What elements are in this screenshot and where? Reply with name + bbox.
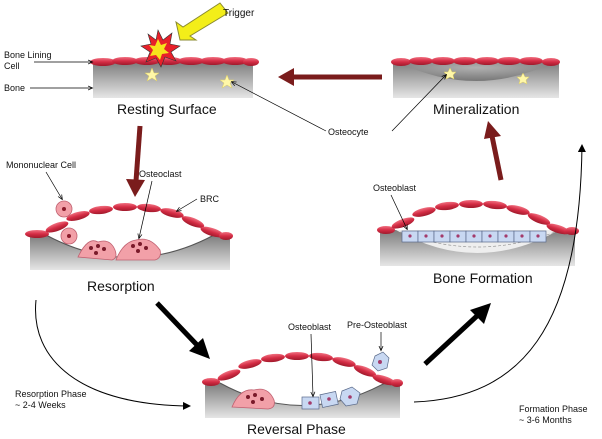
osteocyte-star — [144, 67, 160, 82]
bone-lining-cell-label: Bone Lining Cell — [4, 50, 54, 71]
osteoclast-cell — [231, 388, 275, 410]
osteocyte-label: Osteocyte — [328, 127, 369, 137]
osteoclast-cell — [77, 240, 117, 261]
resorption-phase-line2: ~ 2-4 Weeks — [15, 400, 66, 410]
bone-label: Bone — [4, 83, 25, 93]
resting-surface-label: Resting Surface — [117, 101, 217, 117]
formation-phase-line1: Formation Phase — [519, 404, 588, 414]
resting-surface-block — [90, 57, 259, 98]
pre-osteoblast-label: Pre-Osteoblast — [347, 320, 408, 330]
mineralization-label: Mineralization — [433, 101, 519, 117]
arrow-resorption-to-reversal — [155, 301, 210, 359]
resorption-phase-curve — [35, 299, 191, 410]
trigger-label: Trigger — [223, 8, 255, 19]
arrow-resting-to-resorption — [126, 125, 145, 197]
osteoblast-reversal-label: Osteoblast — [288, 322, 332, 332]
bone-lining-cell-line2: Cell — [4, 61, 20, 71]
osteocyte-star — [516, 72, 530, 85]
arrow-formation-to-mineralization — [484, 121, 504, 181]
formation-phase-label: Formation Phase ~ 3-6 Months — [519, 404, 590, 425]
bone-lining-cell-line1: Bone Lining — [4, 50, 52, 60]
arrow-reversal-to-formation — [423, 303, 491, 366]
osteoblast-formation-label: Osteoblast — [373, 183, 417, 193]
mononuclear-cell-label: Mononuclear Cell — [6, 160, 76, 170]
bone-formation-label: Bone Formation — [433, 270, 533, 286]
trigger-burst — [140, 29, 181, 68]
mineralization-block — [391, 57, 560, 98]
resorption-block — [25, 200, 233, 270]
trigger-arrow — [175, 2, 229, 41]
brc-label: BRC — [200, 194, 220, 204]
reversal-phase-block — [202, 351, 403, 418]
resorption-label: Resorption — [87, 278, 155, 294]
bone-formation-block — [377, 200, 579, 266]
resorption-phase-line1: Resorption Phase — [15, 389, 87, 399]
lining-cell-row — [90, 57, 259, 66]
arrow-mineralization-to-resting — [278, 68, 382, 86]
formation-phase-curve — [413, 144, 586, 403]
resorption-phase-label: Resorption Phase ~ 2-4 Weeks — [15, 389, 89, 410]
reversal-phase-label: Reversal Phase — [247, 421, 346, 437]
formation-phase-line2: ~ 3-6 Months — [519, 415, 572, 425]
osteocyte-star — [219, 74, 235, 89]
osteoclast-label: Osteoclast — [139, 169, 182, 179]
